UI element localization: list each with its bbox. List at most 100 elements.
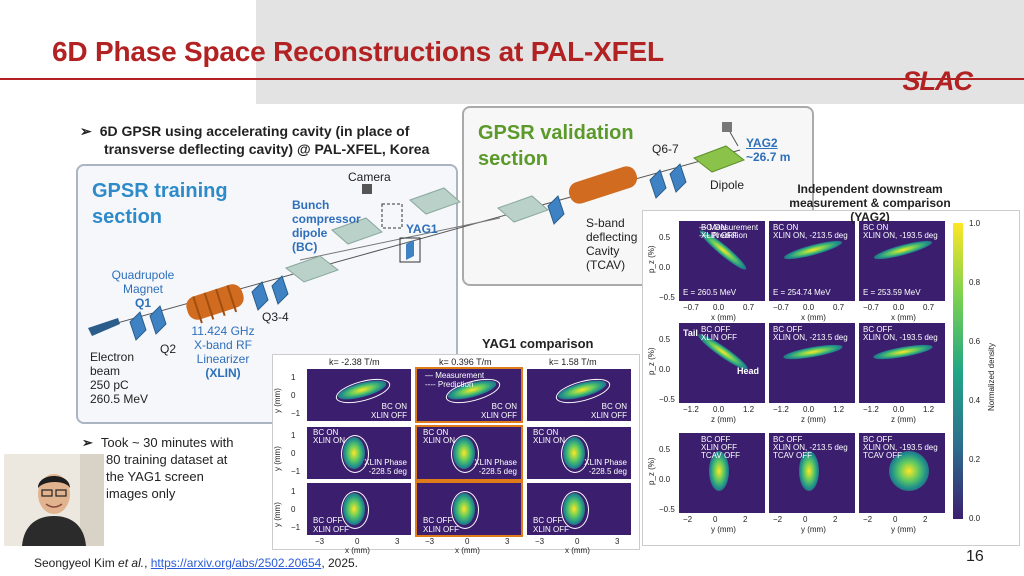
condition-label: XLIN OFF [701,333,738,342]
condition-label: BC OFF [423,516,453,525]
q2-label: Q2 [160,342,177,356]
measurement-contour [451,491,479,529]
yag1-y-axis-label: y (mm) [273,388,282,413]
yag1-column-header: k= 0.396 T/m [439,357,492,367]
measurement-contour [341,435,369,473]
condition-label: XLIN OFF [480,411,517,420]
validation-dipole-icon [497,195,549,223]
tcav-cavity-icon [568,166,638,204]
q67-label: Q6-7 [652,142,679,156]
yag2-x-axis-label: x (mm) [891,313,916,322]
yag2-x-tick: 0 [893,515,898,524]
colorbar-tick: 0.2 [969,455,981,464]
condition-label: BC OFF [773,325,803,334]
condition-label: XLIN ON, -213.5 deg [773,231,848,240]
quadrupole-q1-q2-icon [129,305,167,341]
yag2-x-tick: −0.7 [773,303,789,312]
legend-prediction: ---- Prediction [699,231,748,240]
yag2-x-axis-label: y (mm) [711,525,736,534]
slide-title: 6D Phase Space Reconstructions at PAL-XF… [52,36,664,67]
condition-label: XLIN ON [313,436,346,445]
condition-label: BC OFF [701,435,731,444]
condition-label: BC OFF [533,516,563,525]
colorbar-tick: 0.8 [969,278,981,287]
yag2-x-tick: 1.2 [923,405,935,414]
sband-label: S-band deflecting Cavity (TCAV) [586,216,638,272]
condition-label: BC ON [381,402,407,411]
yag1-column-header: k= -2.38 T/m [329,357,380,367]
yag2-y-axis-label: p_z (%) [647,347,656,375]
colorbar [953,223,963,519]
yag1-x-tick: 3 [505,537,510,546]
yag1-x-tick: 0 [355,537,360,546]
training-section-title: GPSR training section [92,180,228,228]
validation-section-title: GPSR validation section [478,122,634,170]
yag2-y-axis-label: p_z (%) [647,457,656,485]
yag2-x-tick: −0.7 [863,303,879,312]
yag2-x-tick: −1.2 [683,405,699,414]
yag1-x-tick: 3 [395,537,400,546]
yag2-x-tick: 0.7 [833,303,845,312]
measurement-contour [341,491,369,529]
condition-label: BC OFF [863,435,893,444]
beam-distribution [872,341,934,363]
yag1-x-tick: 3 [615,537,620,546]
yag1-screen-icon [406,240,414,260]
condition-label: BC ON [533,428,559,437]
condition-label: XLIN ON, -213.5 deg [773,333,848,342]
condition-label: BC ON [863,223,889,232]
condition-label: BC ON [313,428,339,437]
yag1-y-tick: −1 [291,409,301,418]
measurement-contour [561,435,589,473]
condition-label: XLIN Phase [584,458,627,467]
yag1-x-axis-label: x (mm) [565,546,590,555]
electron-beam-arrow-icon [88,318,120,336]
condition-label: XLIN OFF [533,525,570,534]
yag2-x-tick: 0.0 [803,405,815,414]
yag1-x-tick: −3 [315,537,325,546]
colorbar-label: Normalized density [987,342,996,411]
beam-distribution [799,451,819,491]
legend-measurement: — Measurement [699,223,759,232]
condition-label: XLIN ON [423,436,456,445]
camera-view-box [381,203,403,229]
yag2-x-axis-label: z (mm) [801,415,826,424]
yag2-x-tick: 0 [713,515,718,524]
condition-label: XLIN OFF [701,231,738,240]
condition-label: BC ON [773,223,799,232]
yag1-x-tick: 0 [575,537,580,546]
condition-label: BC OFF [313,516,343,525]
dipole-label: Dipole [710,178,745,192]
header-band [256,0,1024,104]
condition-label: E = 254.74 MeV [773,288,831,297]
condition-label: TCAV OFF [863,451,902,460]
condition-label: XLIN ON, -193.5 deg [863,231,938,240]
condition-label: XLIN OFF [313,525,350,534]
quadrupole-q5-icon [547,195,565,225]
colorbar-tick: 0.6 [969,337,981,346]
yag2-x-tick: −0.7 [683,303,699,312]
condition-label: Head [736,366,759,376]
condition-label: -228.5 deg [478,467,517,476]
bullet-training-time: ➢Took ~ 30 minutes with 80 training data… [82,435,234,501]
condition-label: XLIN Phase [474,458,517,467]
yag1-y-tick: 1 [291,431,296,440]
arxiv-link[interactable]: https://arxiv.org/abs/2502.20654 [150,556,322,570]
condition-label: Tail [683,328,698,338]
legend-prediction: ---- Prediction [425,380,474,389]
yag2-x-tick: 0.7 [923,303,935,312]
beam-distribution [782,341,844,363]
yag2-x-tick: 0.0 [713,405,725,414]
yag2-label: YAG2 ~26.7 m [746,136,791,164]
yag1-screen-box [399,237,421,263]
yag2-x-axis-label: x (mm) [801,313,826,322]
quadrupole-q6-q7-icon [649,163,687,199]
slac-logo: SLAC [902,66,973,96]
